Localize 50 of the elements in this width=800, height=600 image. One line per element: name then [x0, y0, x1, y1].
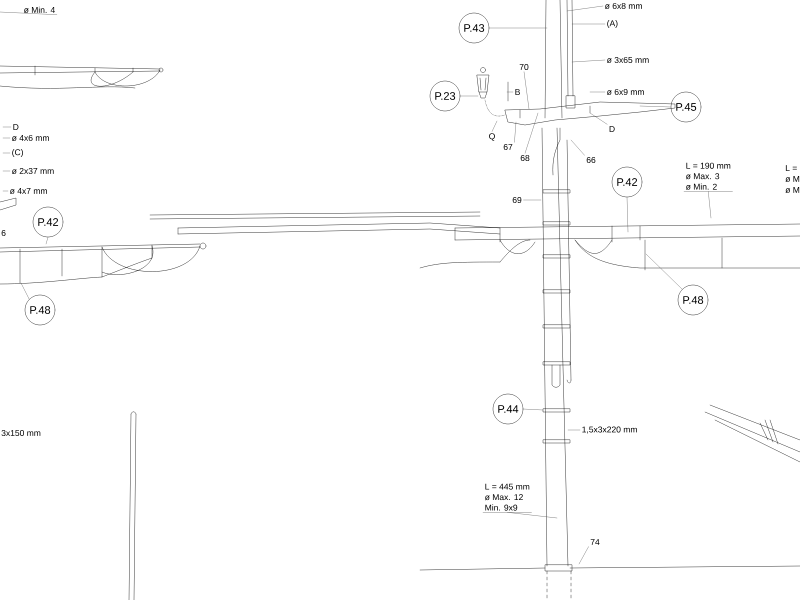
- leader-line: [524, 72, 530, 110]
- leader-line: [524, 112, 538, 154]
- dimension-note: L = 445 mm ø Max. 12 Min. 9x9: [484, 484, 530, 511]
- part-label: 66: [586, 157, 596, 163]
- part-label: ø 4x6 mm: [12, 134, 49, 142]
- leader-line: [578, 546, 589, 564]
- leader-line: [570, 140, 585, 156]
- part-label: ø M: [785, 176, 800, 182]
- leader-line: [2, 152, 10, 154]
- leader-line: [2, 170, 10, 172]
- part-label: 70: [520, 64, 528, 70]
- leader-line: [590, 112, 608, 125]
- part-label: Q: [489, 133, 495, 141]
- part-label: ø 6x8 mm: [604, 2, 642, 10]
- leader-line: [492, 120, 498, 132]
- leader-line: [514, 122, 516, 142]
- part-label: 1,5x3x220 mm: [582, 426, 637, 434]
- dimension-note: L = 190 mm ø Max. 3 ø Min. 2: [686, 162, 730, 190]
- part-label: 6: [2, 230, 6, 236]
- underline-leader: [684, 191, 733, 218]
- leader-line: [566, 6, 604, 12]
- underline-leader: [0, 12, 58, 15]
- leader-line: [46, 237, 48, 244]
- part-label: 68: [520, 155, 530, 161]
- part-label: 3x150 mm: [2, 430, 40, 436]
- leader-line: [20, 282, 30, 300]
- part-label: 69: [512, 197, 522, 203]
- part-label: D: [610, 126, 615, 132]
- part-label: ø M: [785, 187, 800, 193]
- leader-line: [2, 126, 12, 128]
- part-label: (C): [12, 149, 23, 157]
- part-label: 74: [590, 539, 600, 545]
- part-label: L =: [786, 165, 797, 171]
- leader-line: [523, 408, 544, 410]
- part-label: ø 6x9 mm: [606, 88, 644, 96]
- part-label: (A): [607, 20, 618, 28]
- part-label: ø 3x65 mm: [606, 56, 649, 64]
- underline-leader: [482, 512, 558, 518]
- part-label: D: [13, 124, 18, 130]
- leader-line: [640, 106, 671, 108]
- part-label: ø 2x37 mm: [12, 168, 54, 174]
- trestle-platform: [504, 102, 676, 126]
- part-label: B: [515, 89, 520, 95]
- leader-line: [646, 254, 682, 290]
- dimension-note: ø Min. 4: [24, 6, 55, 14]
- part-label: ø 4x7 mm: [10, 188, 47, 194]
- leader-line: [626, 197, 628, 232]
- part-label: 67: [504, 144, 512, 150]
- leader-line: [2, 190, 8, 192]
- leader-line: [572, 60, 606, 62]
